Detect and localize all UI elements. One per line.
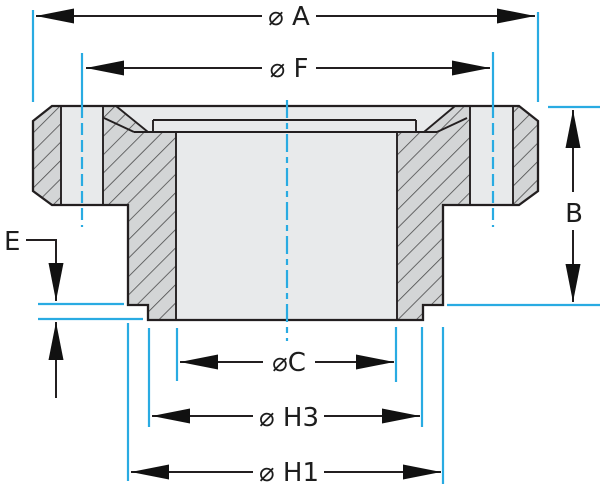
label-b: B (565, 199, 583, 229)
bolt-hole-left (61, 106, 103, 205)
label-dia-h1: ⌀ H1 (259, 458, 319, 488)
seal-recess (116, 106, 455, 132)
label-dia-c: ⌀C (272, 348, 306, 378)
flange-body (31, 104, 540, 322)
dimensions (26, 8, 581, 480)
recess-chamfer-right (423, 105, 456, 133)
label-e: E (4, 227, 20, 257)
label-dia-h3: ⌀ H3 (259, 403, 319, 433)
flange-outline (31, 104, 540, 322)
bolt-hole-right (470, 106, 513, 205)
dimension-labels: ⌀ A ⌀ F B E ⌀C ⌀ H3 ⌀ H1 (4, 2, 583, 488)
feature-edges (60, 105, 514, 320)
label-dia-f: ⌀ F (270, 54, 309, 84)
recess-inner-chamfer-right (436, 117, 468, 133)
dim-e (26, 239, 64, 398)
extension-lines (31, 10, 600, 484)
recess-inner-chamfer-left (103, 117, 135, 133)
dim-e-leader (26, 239, 64, 301)
label-dia-a: ⌀ A (268, 2, 310, 32)
recess-chamfer-left (115, 105, 149, 133)
